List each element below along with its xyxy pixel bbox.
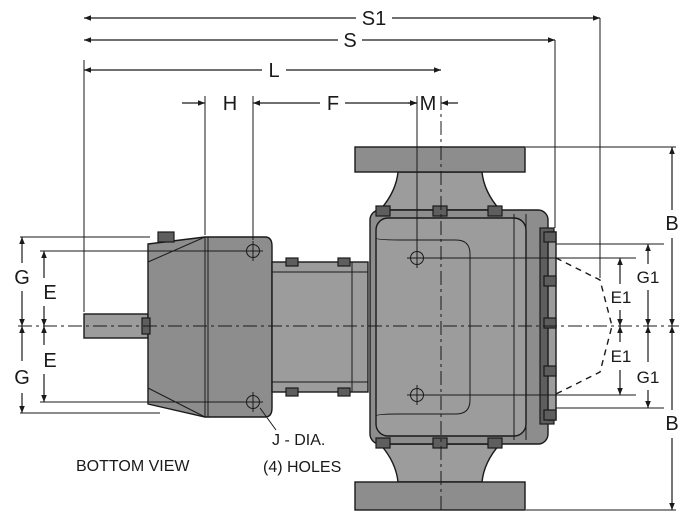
label-b-top: B [665, 213, 678, 235]
label-s: S [343, 30, 356, 52]
label-h: H [223, 93, 237, 115]
label-g1-top: G1 [637, 268, 660, 287]
adapter-housing [147, 236, 273, 418]
label-f: F [327, 93, 339, 115]
label-holes-line1: J - DIA. [272, 432, 325, 449]
label-g-top: G [14, 267, 30, 289]
label-bottom-view: BOTTOM VIEW [76, 458, 190, 475]
label-e-top: E [43, 282, 56, 304]
bottom-flange [354, 481, 526, 511]
label-g1-bottom: G1 [637, 368, 660, 387]
coupling-tube [271, 261, 369, 393]
bottom-neck [378, 443, 502, 483]
label-s1: S1 [362, 8, 386, 30]
top-flange [354, 146, 526, 173]
mounting-holes [243, 241, 427, 412]
label-g-bottom: G [14, 367, 30, 389]
gearbox-assembly [83, 146, 613, 511]
label-e1-bottom: E1 [611, 347, 632, 366]
label-l: L [268, 60, 279, 82]
label-m: M [420, 93, 437, 115]
extension-lines [20, 18, 676, 511]
label-e1-top: E1 [611, 288, 632, 307]
hole-leader [259, 407, 277, 431]
label-e-bottom: E [43, 350, 56, 372]
top-neck [378, 171, 502, 211]
label-b-bottom: B [665, 413, 678, 435]
label-holes-line2: (4) HOLES [263, 459, 341, 476]
